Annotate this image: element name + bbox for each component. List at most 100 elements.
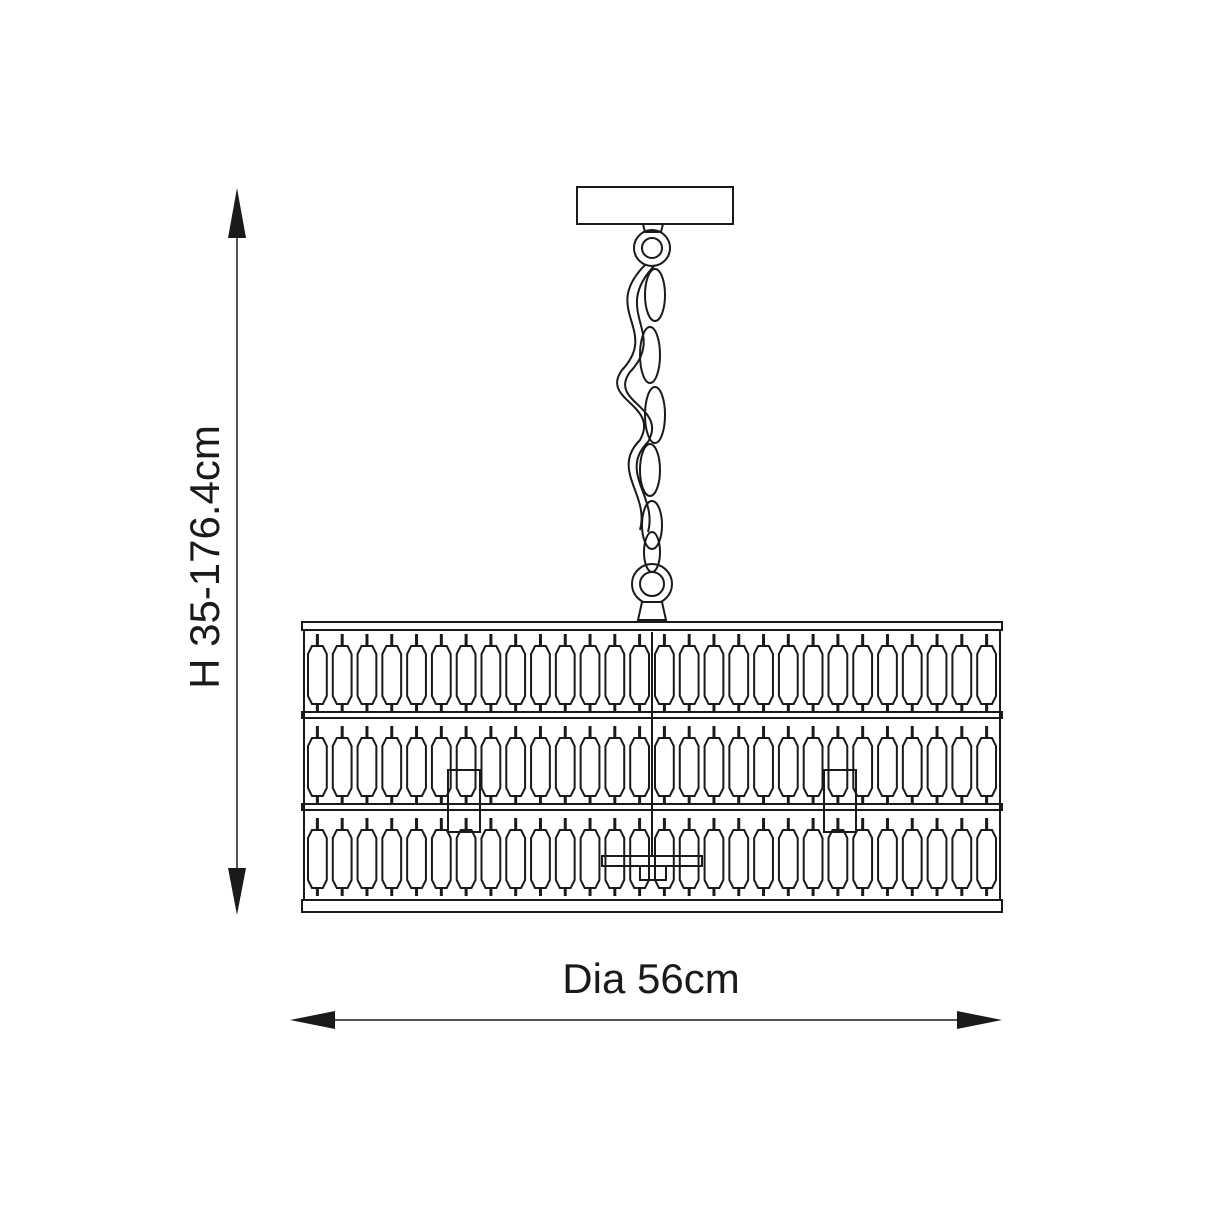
bead bbox=[877, 737, 898, 797]
bead bbox=[406, 645, 427, 705]
bead bbox=[579, 737, 601, 797]
height-arrow-bottom bbox=[228, 868, 246, 915]
bead bbox=[530, 829, 551, 889]
bead bbox=[926, 645, 948, 705]
bead bbox=[579, 645, 601, 705]
shade-connector bbox=[636, 601, 668, 621]
bead bbox=[530, 645, 551, 705]
bead bbox=[455, 737, 477, 797]
bead bbox=[430, 829, 452, 889]
bead bbox=[753, 829, 774, 889]
bead bbox=[654, 737, 675, 797]
bead bbox=[331, 737, 353, 797]
bead bbox=[951, 645, 973, 705]
bead bbox=[480, 645, 502, 705]
bead bbox=[307, 737, 328, 797]
bead bbox=[579, 829, 601, 889]
bead bbox=[901, 829, 923, 889]
diameter-arrow-right bbox=[957, 1011, 1002, 1029]
bead bbox=[777, 645, 799, 705]
bead bbox=[926, 829, 948, 889]
shade-bottom-band bbox=[301, 899, 1003, 913]
bead bbox=[976, 645, 997, 705]
bead bbox=[604, 737, 626, 797]
bead bbox=[827, 645, 849, 705]
bead bbox=[976, 829, 997, 889]
center-cluster-plate bbox=[601, 855, 703, 867]
bead bbox=[901, 737, 923, 797]
bead bbox=[753, 737, 774, 797]
bead bbox=[505, 829, 527, 889]
bead bbox=[629, 645, 650, 705]
bead bbox=[331, 829, 353, 889]
bead bbox=[802, 829, 824, 889]
bead bbox=[455, 829, 477, 889]
bead bbox=[430, 645, 452, 705]
bead bbox=[356, 737, 378, 797]
bead bbox=[505, 645, 527, 705]
power-cable bbox=[616, 264, 646, 531]
bead bbox=[331, 645, 353, 705]
bead bbox=[827, 737, 849, 797]
bead bbox=[406, 737, 427, 797]
bead bbox=[777, 737, 799, 797]
chain-link bbox=[639, 443, 661, 497]
ceiling-canopy bbox=[576, 186, 734, 225]
bead bbox=[455, 645, 477, 705]
bead bbox=[654, 645, 675, 705]
bead bbox=[678, 645, 700, 705]
bead bbox=[951, 737, 973, 797]
height-arrow-top bbox=[228, 188, 246, 238]
bead bbox=[802, 645, 824, 705]
diameter-label: Dia 56cm bbox=[562, 955, 740, 1002]
bead bbox=[703, 737, 725, 797]
canopy-hook bbox=[642, 223, 664, 233]
height-label: H 35-176.4cm bbox=[181, 425, 228, 689]
bead bbox=[728, 645, 750, 705]
bead bbox=[381, 829, 403, 889]
bead bbox=[480, 737, 502, 797]
bead bbox=[901, 645, 923, 705]
lamp-holder-right bbox=[823, 769, 857, 833]
bead bbox=[430, 737, 452, 797]
bead bbox=[654, 829, 675, 889]
bead bbox=[852, 829, 874, 889]
bead bbox=[356, 829, 378, 889]
bead bbox=[554, 737, 576, 797]
bead bbox=[381, 645, 403, 705]
bead bbox=[728, 737, 750, 797]
bead bbox=[505, 737, 527, 797]
bead bbox=[951, 829, 973, 889]
bead bbox=[554, 645, 576, 705]
diameter-arrow-left bbox=[290, 1011, 335, 1029]
bead bbox=[381, 737, 403, 797]
shade-hook-ring bbox=[631, 563, 673, 605]
bead bbox=[827, 829, 849, 889]
chain-link bbox=[644, 268, 666, 322]
bead bbox=[852, 737, 874, 797]
bead bbox=[406, 829, 427, 889]
center-cluster-socket bbox=[639, 865, 667, 881]
bead bbox=[678, 737, 700, 797]
bead bbox=[728, 829, 750, 889]
bead bbox=[703, 645, 725, 705]
bead bbox=[307, 645, 328, 705]
bead bbox=[356, 645, 378, 705]
bead bbox=[703, 829, 725, 889]
chain-link bbox=[644, 386, 666, 444]
bead bbox=[802, 737, 824, 797]
bead bbox=[530, 737, 551, 797]
suspension-chain bbox=[616, 229, 671, 573]
bead bbox=[877, 645, 898, 705]
bead bbox=[678, 829, 700, 889]
bead bbox=[554, 829, 576, 889]
bead bbox=[877, 829, 898, 889]
bead bbox=[777, 829, 799, 889]
shade-top-band bbox=[301, 621, 1003, 631]
bead bbox=[629, 737, 650, 797]
chain-top-ring bbox=[633, 229, 671, 267]
chain-link bbox=[639, 326, 661, 384]
bead bbox=[629, 829, 650, 889]
bead bbox=[307, 829, 328, 889]
